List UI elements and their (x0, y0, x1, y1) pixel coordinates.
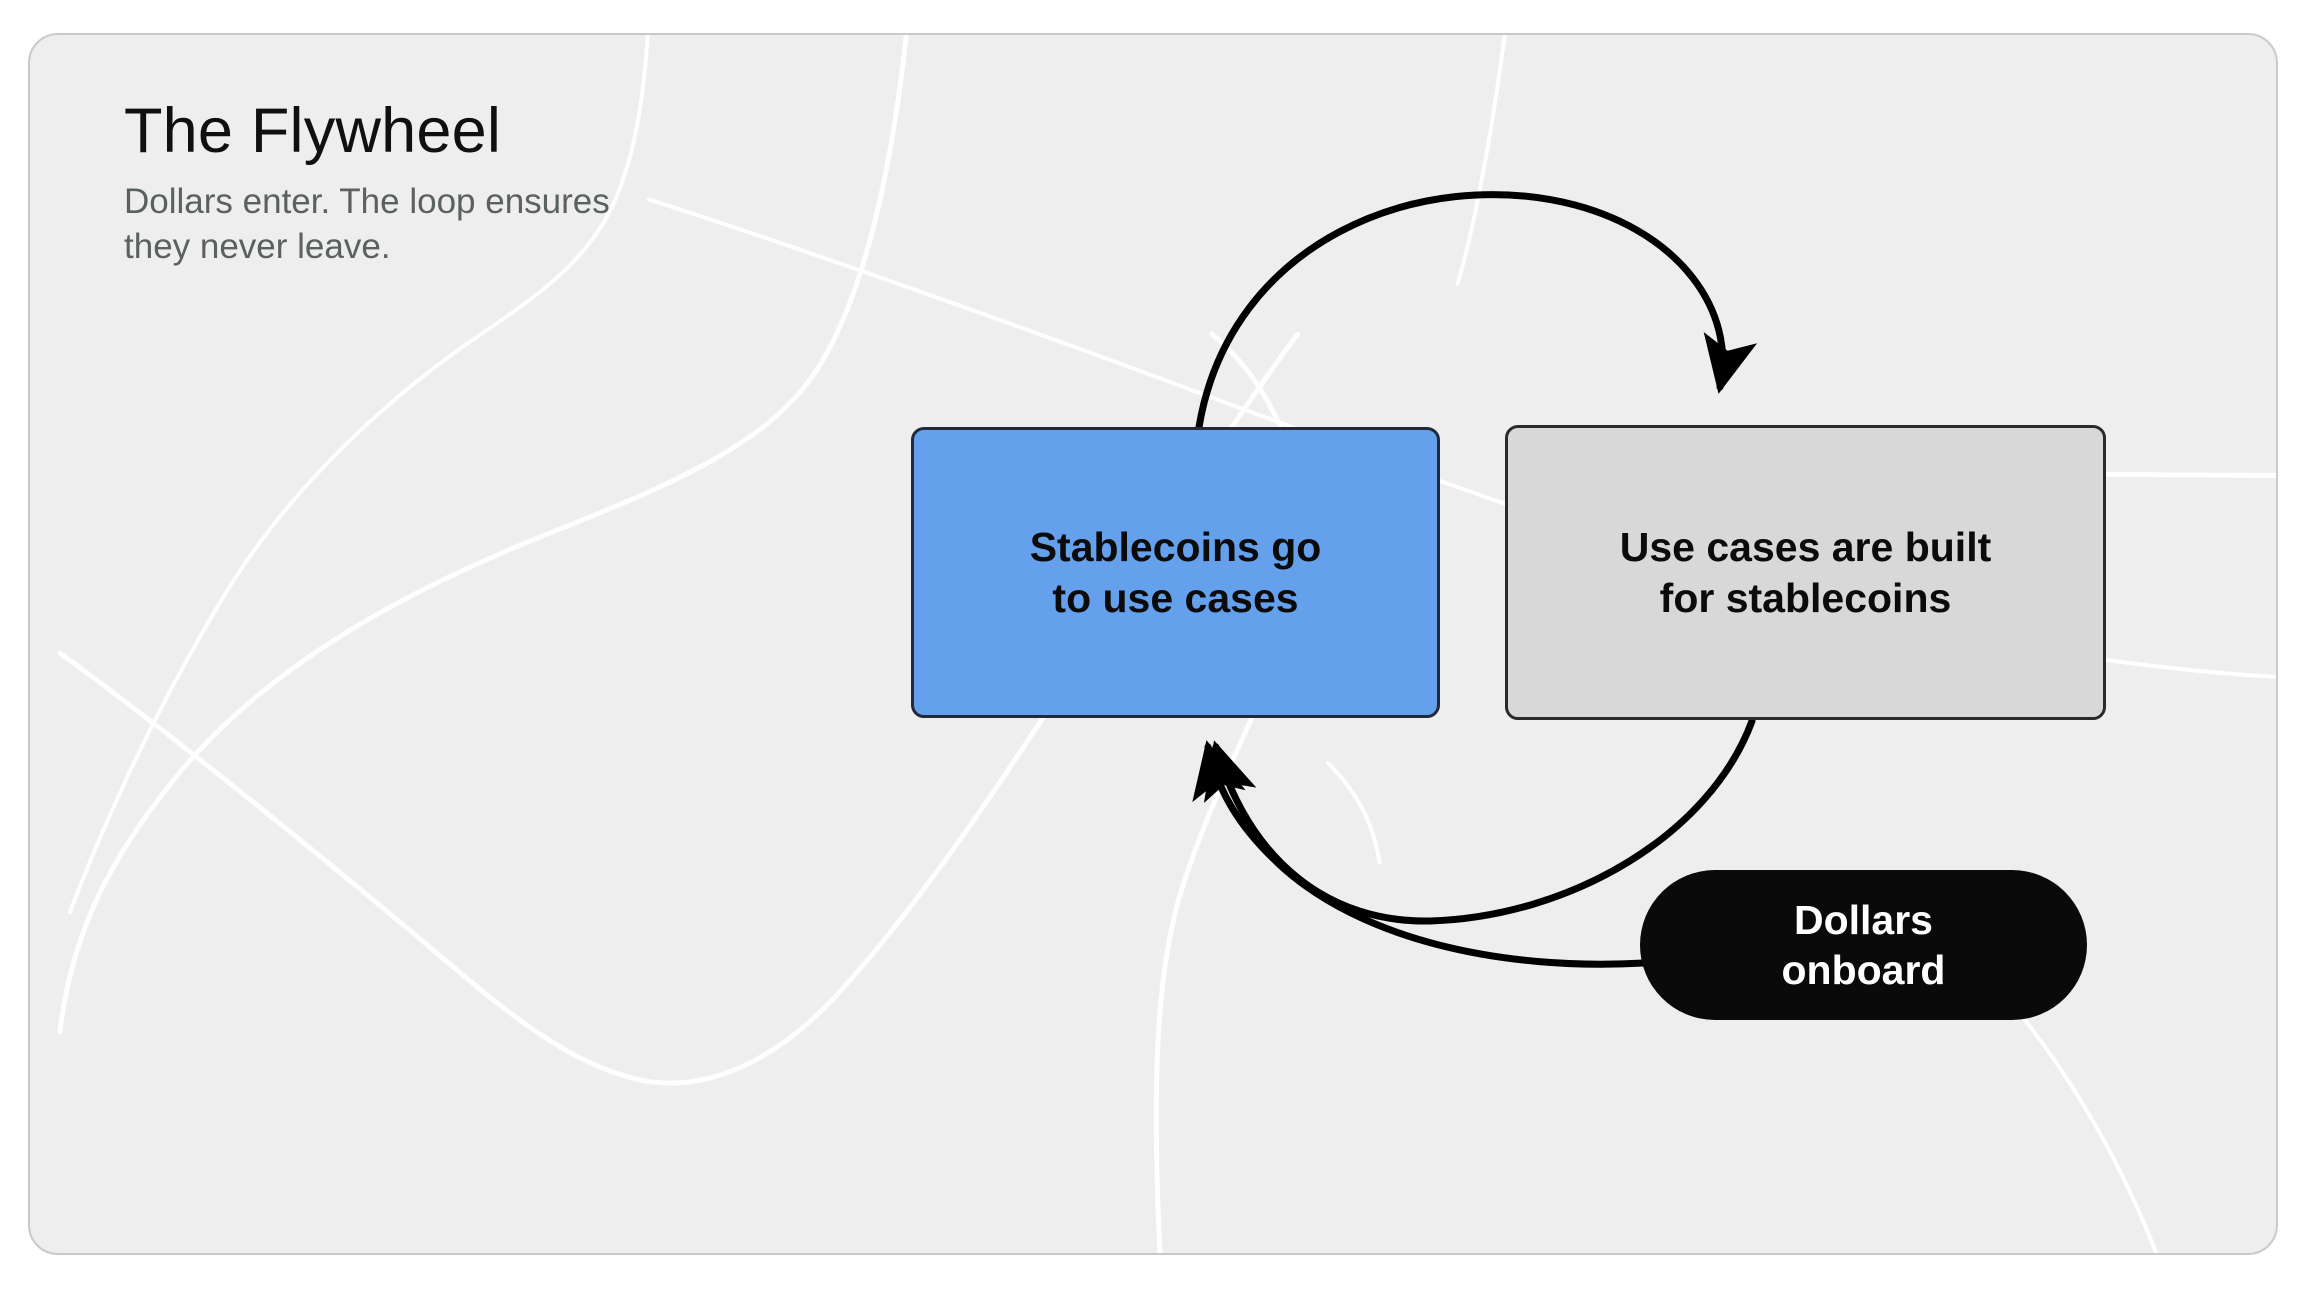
page-title: The Flywheel (124, 96, 502, 166)
node-dollars-onboard[interactable]: Dollars onboard (1640, 870, 2087, 1020)
node-use-cases-are-built-for-stablecoins[interactable]: Use cases are built for stablecoins (1505, 425, 2106, 720)
flywheel-diagram: Stablecoins go to use cases Use cases ar… (30, 35, 2276, 1253)
node-stablecoins-label: Stablecoins go to use cases (1029, 524, 1322, 621)
node-stablecoins-go-to-use-cases[interactable]: Stablecoins go to use cases (911, 427, 1440, 718)
edge-stablecoins-to-usecases (1195, 191, 1758, 431)
node-dollars-label: Dollars onboard (1781, 896, 1946, 993)
node-usecases-label: Use cases are built for stablecoins (1619, 524, 1992, 621)
edge-dollars-to-stablecoins (1192, 740, 1648, 968)
header-block: The Flywheel Dollars enter. The loop ens… (124, 96, 1024, 270)
slide-card: The Flywheel Dollars enter. The loop ens… (28, 33, 2278, 1255)
page-subtitle: Dollars enter. The loop ensures they nev… (124, 182, 610, 267)
